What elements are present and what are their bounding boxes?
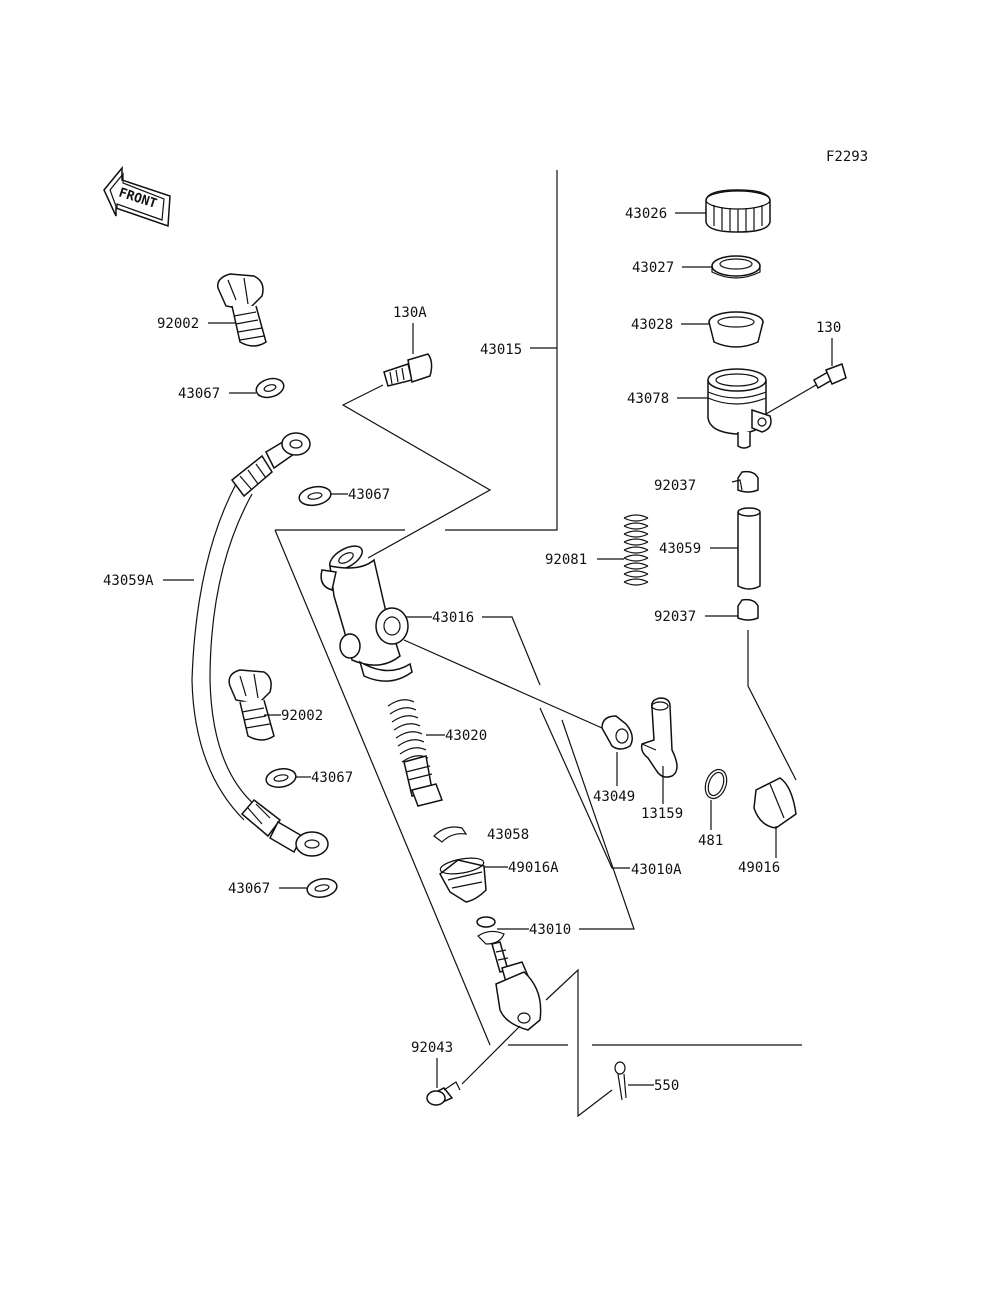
reservoir-cap	[705, 189, 771, 233]
screw-130	[813, 363, 847, 390]
reservoir-hose	[737, 507, 761, 590]
part-label-43026: 43026	[625, 206, 667, 222]
cotter-pin-550	[614, 1061, 627, 1101]
push-rod-clevis	[476, 916, 542, 1031]
part-label-43010A: 43010A	[631, 862, 682, 878]
part-label-49016A: 49016A	[508, 860, 559, 876]
part-label-92037-top: 92037	[654, 478, 696, 494]
part-label-43078: 43078	[627, 391, 669, 407]
washer-43067-b	[298, 485, 332, 507]
reservoir-tank	[707, 368, 772, 449]
figure-code: F2293	[826, 149, 868, 165]
part-label-43027: 43027	[632, 260, 674, 276]
clevis-pin-92043	[426, 1081, 461, 1106]
part-label-550: 550	[654, 1078, 679, 1094]
part-label-43015: 43015	[480, 342, 522, 358]
part-label-92002-top: 92002	[157, 316, 199, 332]
part-label-130: 130	[816, 320, 841, 336]
clip-43058	[433, 826, 468, 843]
boot-49016	[753, 777, 797, 829]
screw-130A	[383, 353, 433, 387]
part-label-92037-bottom: 92037	[654, 609, 696, 625]
front-arrow-icon: FRONT	[103, 165, 171, 228]
part-label-481: 481	[698, 833, 723, 849]
part-label-43016: 43016	[432, 610, 474, 626]
part-label-130A: 130A	[393, 305, 427, 321]
part-label-43059: 43059	[659, 541, 701, 557]
part-label-43059A: 43059A	[103, 573, 154, 589]
banjo-bolt-top	[217, 273, 267, 347]
master-cylinder-body	[320, 545, 413, 682]
part-label-13159: 13159	[641, 806, 683, 822]
part-label-43058: 43058	[487, 827, 529, 843]
washer-43067-a	[255, 377, 285, 399]
washer-43067-c	[265, 768, 297, 788]
reservoir-plate	[711, 255, 761, 279]
reservoir-diaphragm	[708, 311, 764, 348]
part-label-49016: 49016	[738, 860, 780, 876]
brake-hose	[191, 432, 329, 857]
part-label-43028: 43028	[631, 317, 673, 333]
part-label-43020: 43020	[445, 728, 487, 744]
part-label-43067-c: 43067	[311, 770, 353, 786]
grommet-43049	[601, 715, 633, 750]
washer-43067-d	[306, 878, 338, 898]
boot-49016A	[439, 857, 487, 903]
piston-assembly	[387, 699, 443, 807]
part-label-43010: 43010	[529, 922, 571, 938]
part-label-92043: 92043	[411, 1040, 453, 1056]
hose-clamp-bottom	[737, 598, 759, 621]
hose-clamp-top	[731, 470, 759, 493]
part-label-43067-b: 43067	[348, 487, 390, 503]
part-label-92081: 92081	[545, 552, 587, 568]
spring-92081	[623, 514, 649, 586]
part-label-92002-bottom: 92002	[281, 708, 323, 724]
circlip-481	[704, 768, 728, 800]
part-label-43049: 43049	[593, 789, 635, 805]
banjo-bolt-bottom	[228, 669, 275, 741]
part-label-43067-d: 43067	[228, 881, 270, 897]
fitting-13159	[640, 697, 678, 778]
part-label-43067-a: 43067	[178, 386, 220, 402]
